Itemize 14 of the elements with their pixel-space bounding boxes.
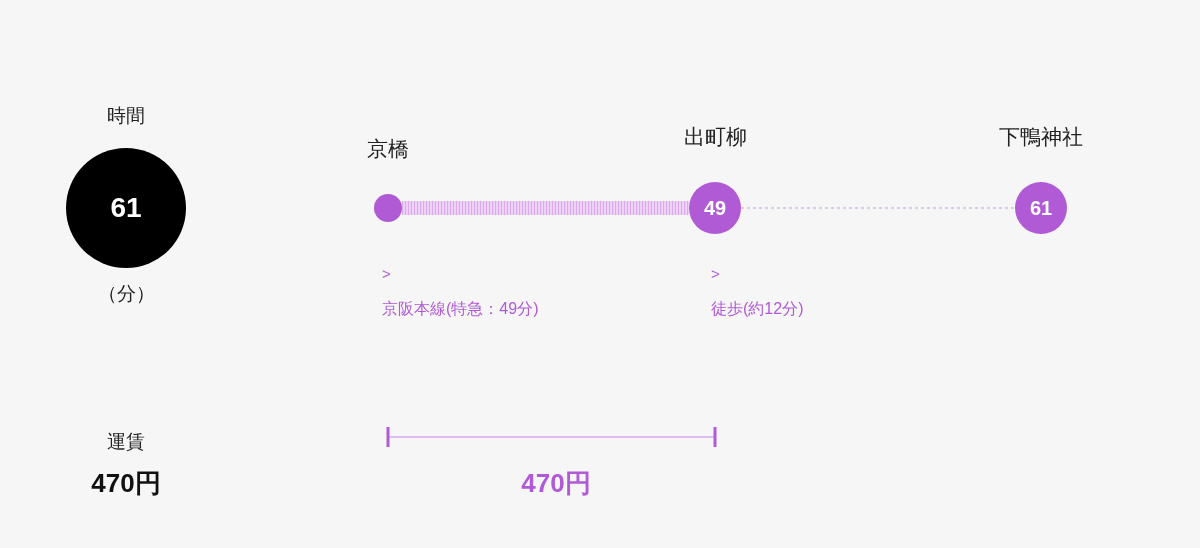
route-line — [740, 207, 1016, 209]
heading: 時間 — [106, 103, 146, 128]
text-label: 京阪本線(特急：49分) — [382, 299, 539, 319]
unit-label: （分） — [96, 282, 156, 306]
text-label: 徒歩(約12分) — [711, 299, 804, 319]
route-line — [402, 201, 689, 215]
text-label: > — [382, 264, 391, 284]
text-label: > — [711, 264, 720, 284]
text-label: 470円 — [521, 467, 591, 500]
station-name: 京橋 — [366, 135, 410, 162]
station-name: 出町柳 — [682, 123, 748, 150]
station-name: 下鴨神社 — [998, 123, 1084, 150]
text-label: 470円 — [91, 467, 161, 500]
text-label: 運賃 — [107, 430, 145, 454]
